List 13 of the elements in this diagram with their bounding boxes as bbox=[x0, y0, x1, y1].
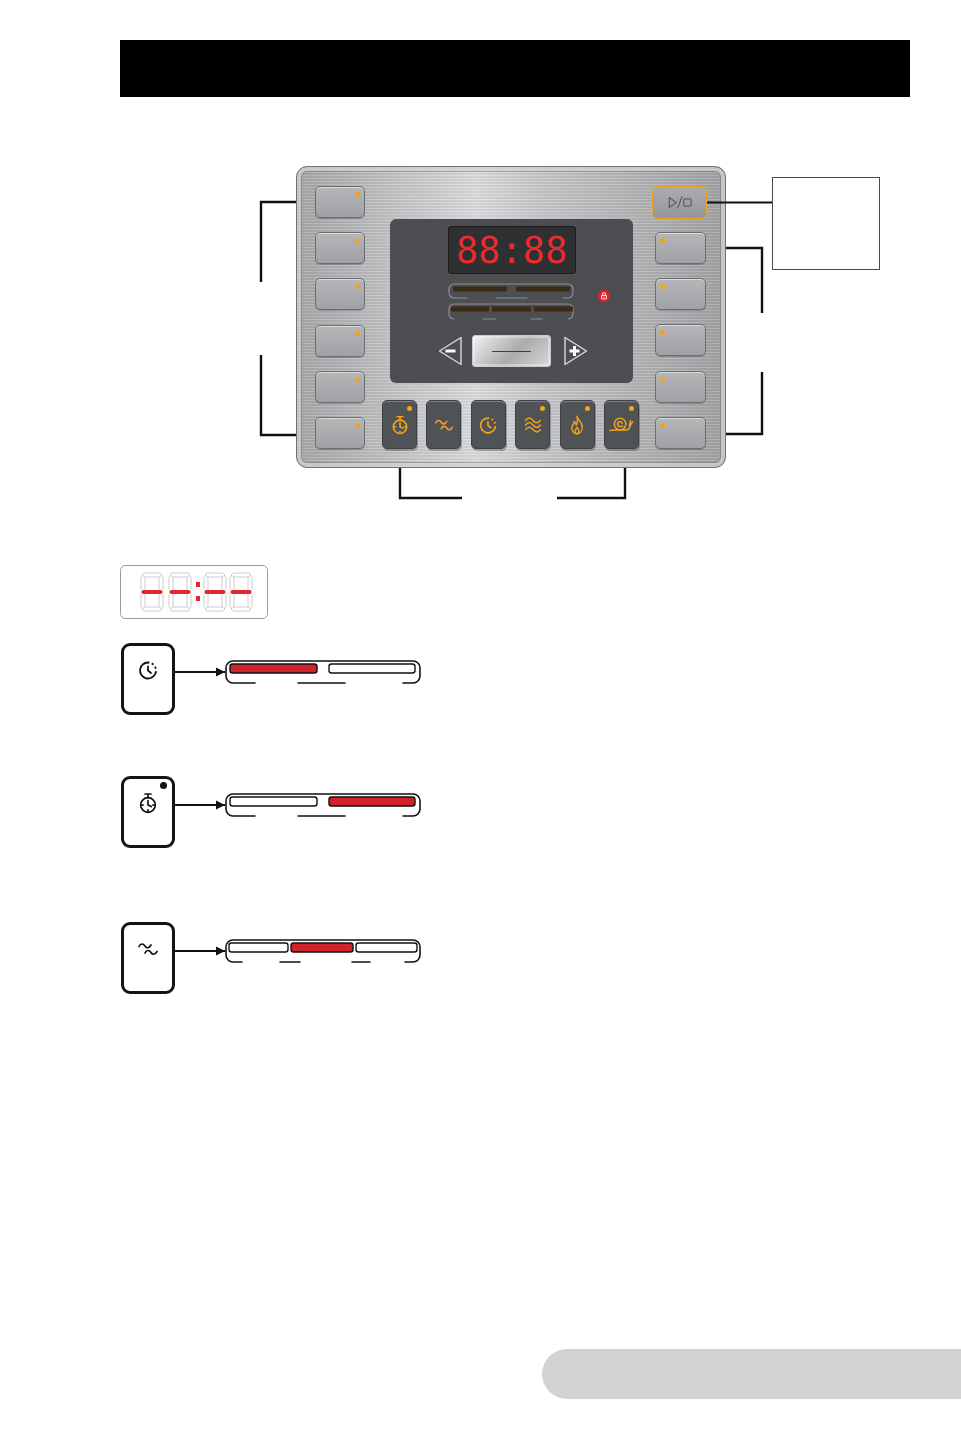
indicator-bar bbox=[225, 660, 421, 684]
arrow bbox=[175, 800, 225, 810]
leader-line bbox=[707, 201, 772, 204]
display-readout: 88:88 bbox=[456, 231, 568, 269]
arrow bbox=[175, 946, 225, 956]
indicator-bar bbox=[225, 793, 421, 817]
callout-box bbox=[772, 177, 880, 270]
control-key bbox=[121, 643, 175, 715]
control-key bbox=[121, 922, 175, 994]
control-key bbox=[121, 776, 175, 848]
start-stop-key bbox=[652, 186, 707, 219]
indicator-bar bbox=[225, 939, 421, 963]
arrow bbox=[175, 667, 225, 677]
